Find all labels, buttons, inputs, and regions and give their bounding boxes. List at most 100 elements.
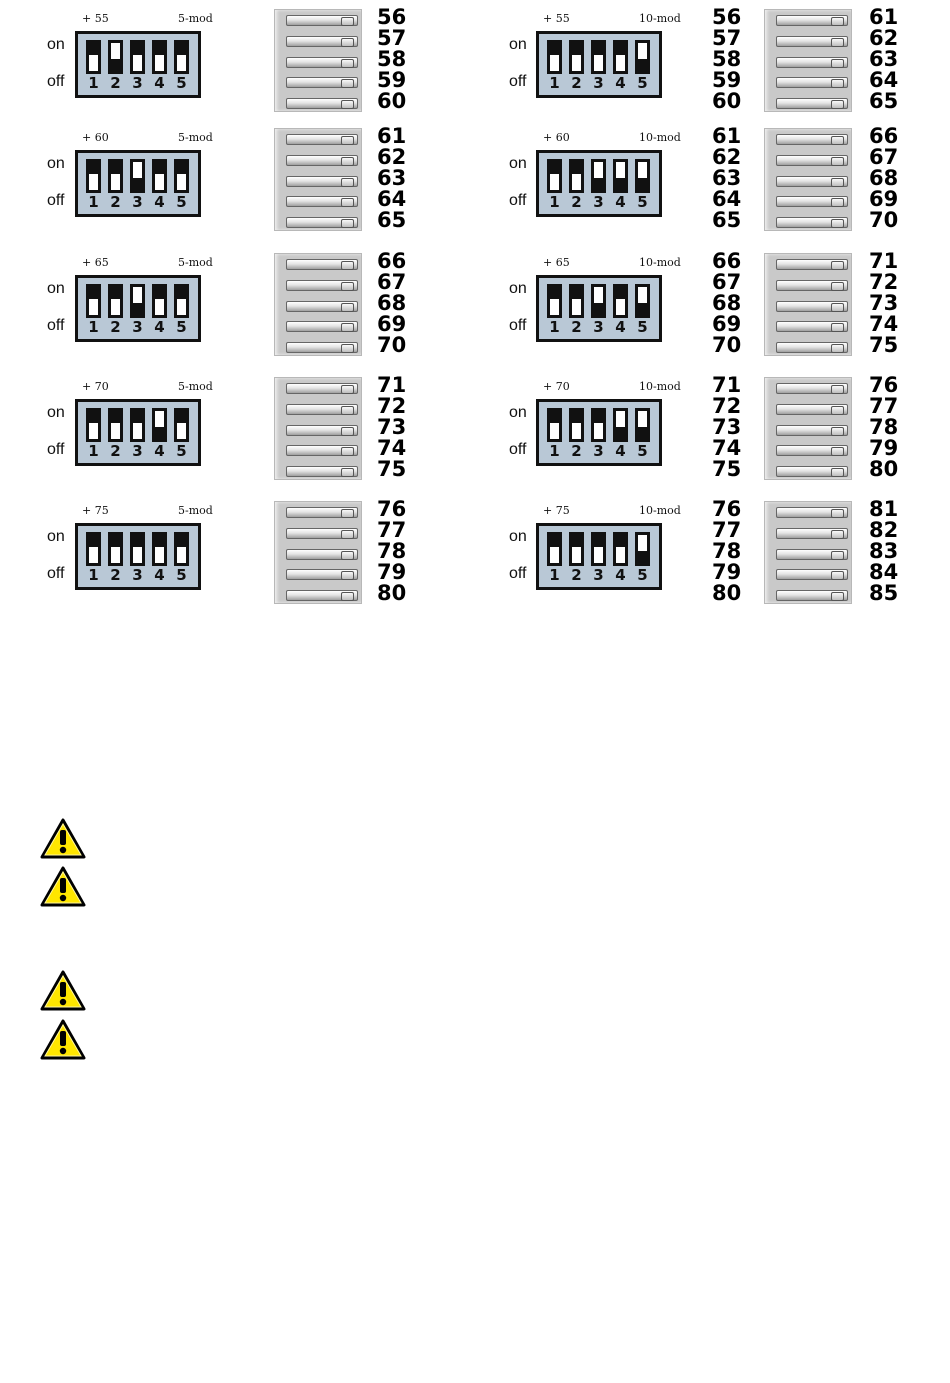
dip-toggle-4[interactable] bbox=[613, 40, 628, 74]
dip-toggle-2[interactable] bbox=[108, 284, 123, 318]
dip-toggle-5[interactable] bbox=[635, 40, 650, 74]
dip-toggle-1[interactable] bbox=[547, 532, 562, 566]
dip-toggle-5[interactable] bbox=[174, 284, 189, 318]
dip-toggle-2[interactable] bbox=[569, 532, 584, 566]
doorbell-button[interactable] bbox=[286, 548, 358, 560]
doorbell-button[interactable] bbox=[286, 279, 358, 291]
dip-toggle-2[interactable] bbox=[569, 408, 584, 442]
dip-toggle-3[interactable] bbox=[591, 408, 606, 442]
dip-toggle-1[interactable] bbox=[86, 40, 101, 74]
dip-toggle-3[interactable] bbox=[130, 408, 145, 442]
dip-toggle-2[interactable] bbox=[569, 284, 584, 318]
dip-toggle-1[interactable] bbox=[547, 284, 562, 318]
doorbell-button[interactable] bbox=[776, 507, 848, 518]
doorbell-button[interactable] bbox=[776, 279, 848, 291]
dip-toggle-1[interactable] bbox=[547, 40, 562, 74]
doorbell-button[interactable] bbox=[286, 217, 358, 229]
doorbell-button[interactable] bbox=[286, 56, 358, 68]
doorbell-button[interactable] bbox=[286, 154, 358, 166]
doorbell-button[interactable] bbox=[286, 590, 358, 602]
dip-toggle-4[interactable] bbox=[152, 159, 167, 193]
doorbell-button[interactable] bbox=[286, 403, 358, 415]
doorbell-button[interactable] bbox=[286, 527, 358, 539]
dip-toggle-5[interactable] bbox=[635, 159, 650, 193]
doorbell-button[interactable] bbox=[776, 196, 848, 208]
dip-toggle-4[interactable] bbox=[613, 532, 628, 566]
doorbell-button[interactable] bbox=[776, 383, 848, 394]
dip-toggle-4[interactable] bbox=[613, 284, 628, 318]
doorbell-button[interactable] bbox=[776, 590, 848, 602]
doorbell-button[interactable] bbox=[286, 98, 358, 110]
dip-toggle-4[interactable] bbox=[152, 408, 167, 442]
dip-toggle-1[interactable] bbox=[86, 408, 101, 442]
doorbell-button[interactable] bbox=[776, 321, 848, 333]
doorbell-button[interactable] bbox=[286, 300, 358, 312]
dip-toggle-3[interactable] bbox=[591, 532, 606, 566]
dip-toggle-4[interactable] bbox=[613, 408, 628, 442]
dip-toggle-1[interactable] bbox=[547, 408, 562, 442]
doorbell-button[interactable] bbox=[776, 548, 848, 560]
dip-toggle-3[interactable] bbox=[591, 40, 606, 74]
dip-toggle-5[interactable] bbox=[174, 532, 189, 566]
dip-toggle-5[interactable] bbox=[635, 284, 650, 318]
dip-toggle-3[interactable] bbox=[130, 284, 145, 318]
dip-toggle-4[interactable] bbox=[613, 159, 628, 193]
dip-toggle-5[interactable] bbox=[635, 408, 650, 442]
doorbell-button[interactable] bbox=[776, 300, 848, 312]
doorbell-button[interactable] bbox=[286, 196, 358, 208]
doorbell-button[interactable] bbox=[776, 98, 848, 110]
dip-toggle-2[interactable] bbox=[108, 159, 123, 193]
doorbell-button[interactable] bbox=[776, 154, 848, 166]
doorbell-button[interactable] bbox=[776, 134, 848, 145]
doorbell-button[interactable] bbox=[286, 445, 358, 457]
doorbell-button[interactable] bbox=[776, 445, 848, 457]
dip-toggle-2[interactable] bbox=[569, 40, 584, 74]
dip-toggle-2[interactable] bbox=[108, 532, 123, 566]
doorbell-button[interactable] bbox=[776, 35, 848, 47]
dip-toggle-4[interactable] bbox=[152, 284, 167, 318]
dip-toggle-4[interactable] bbox=[152, 532, 167, 566]
doorbell-button[interactable] bbox=[286, 383, 358, 394]
dip-toggle-2[interactable] bbox=[108, 408, 123, 442]
dip-toggle-5[interactable] bbox=[174, 408, 189, 442]
dip-toggle-2[interactable] bbox=[108, 40, 123, 74]
dip-toggle-4[interactable] bbox=[152, 40, 167, 74]
doorbell-button[interactable] bbox=[286, 466, 358, 478]
doorbell-button[interactable] bbox=[286, 175, 358, 187]
doorbell-button[interactable] bbox=[776, 569, 848, 581]
doorbell-button[interactable] bbox=[776, 15, 848, 26]
dip-toggle-3[interactable] bbox=[130, 40, 145, 74]
doorbell-button[interactable] bbox=[776, 424, 848, 436]
doorbell-button[interactable] bbox=[286, 569, 358, 581]
doorbell-button[interactable] bbox=[776, 217, 848, 229]
doorbell-button[interactable] bbox=[776, 259, 848, 270]
doorbell-button[interactable] bbox=[286, 424, 358, 436]
doorbell-button[interactable] bbox=[286, 77, 358, 89]
doorbell-button[interactable] bbox=[286, 35, 358, 47]
doorbell-button[interactable] bbox=[776, 175, 848, 187]
dip-toggle-1[interactable] bbox=[547, 159, 562, 193]
doorbell-button[interactable] bbox=[776, 342, 848, 354]
dip-toggle-5[interactable] bbox=[174, 159, 189, 193]
doorbell-button[interactable] bbox=[286, 321, 358, 333]
dip-toggle-3[interactable] bbox=[591, 284, 606, 318]
dip-toggle-1[interactable] bbox=[86, 159, 101, 193]
doorbell-button[interactable] bbox=[286, 342, 358, 354]
dip-toggle-1[interactable] bbox=[86, 284, 101, 318]
doorbell-button[interactable] bbox=[286, 259, 358, 270]
doorbell-button[interactable] bbox=[286, 15, 358, 26]
dip-toggle-3[interactable] bbox=[130, 532, 145, 566]
dip-toggle-5[interactable] bbox=[174, 40, 189, 74]
dip-toggle-2[interactable] bbox=[569, 159, 584, 193]
doorbell-button[interactable] bbox=[776, 77, 848, 89]
doorbell-button[interactable] bbox=[286, 134, 358, 145]
dip-toggle-3[interactable] bbox=[130, 159, 145, 193]
dip-toggle-1[interactable] bbox=[86, 532, 101, 566]
doorbell-button[interactable] bbox=[776, 466, 848, 478]
doorbell-button[interactable] bbox=[776, 527, 848, 539]
doorbell-button[interactable] bbox=[776, 56, 848, 68]
doorbell-button[interactable] bbox=[286, 507, 358, 518]
doorbell-button[interactable] bbox=[776, 403, 848, 415]
dip-toggle-3[interactable] bbox=[591, 159, 606, 193]
dip-toggle-5[interactable] bbox=[635, 532, 650, 566]
